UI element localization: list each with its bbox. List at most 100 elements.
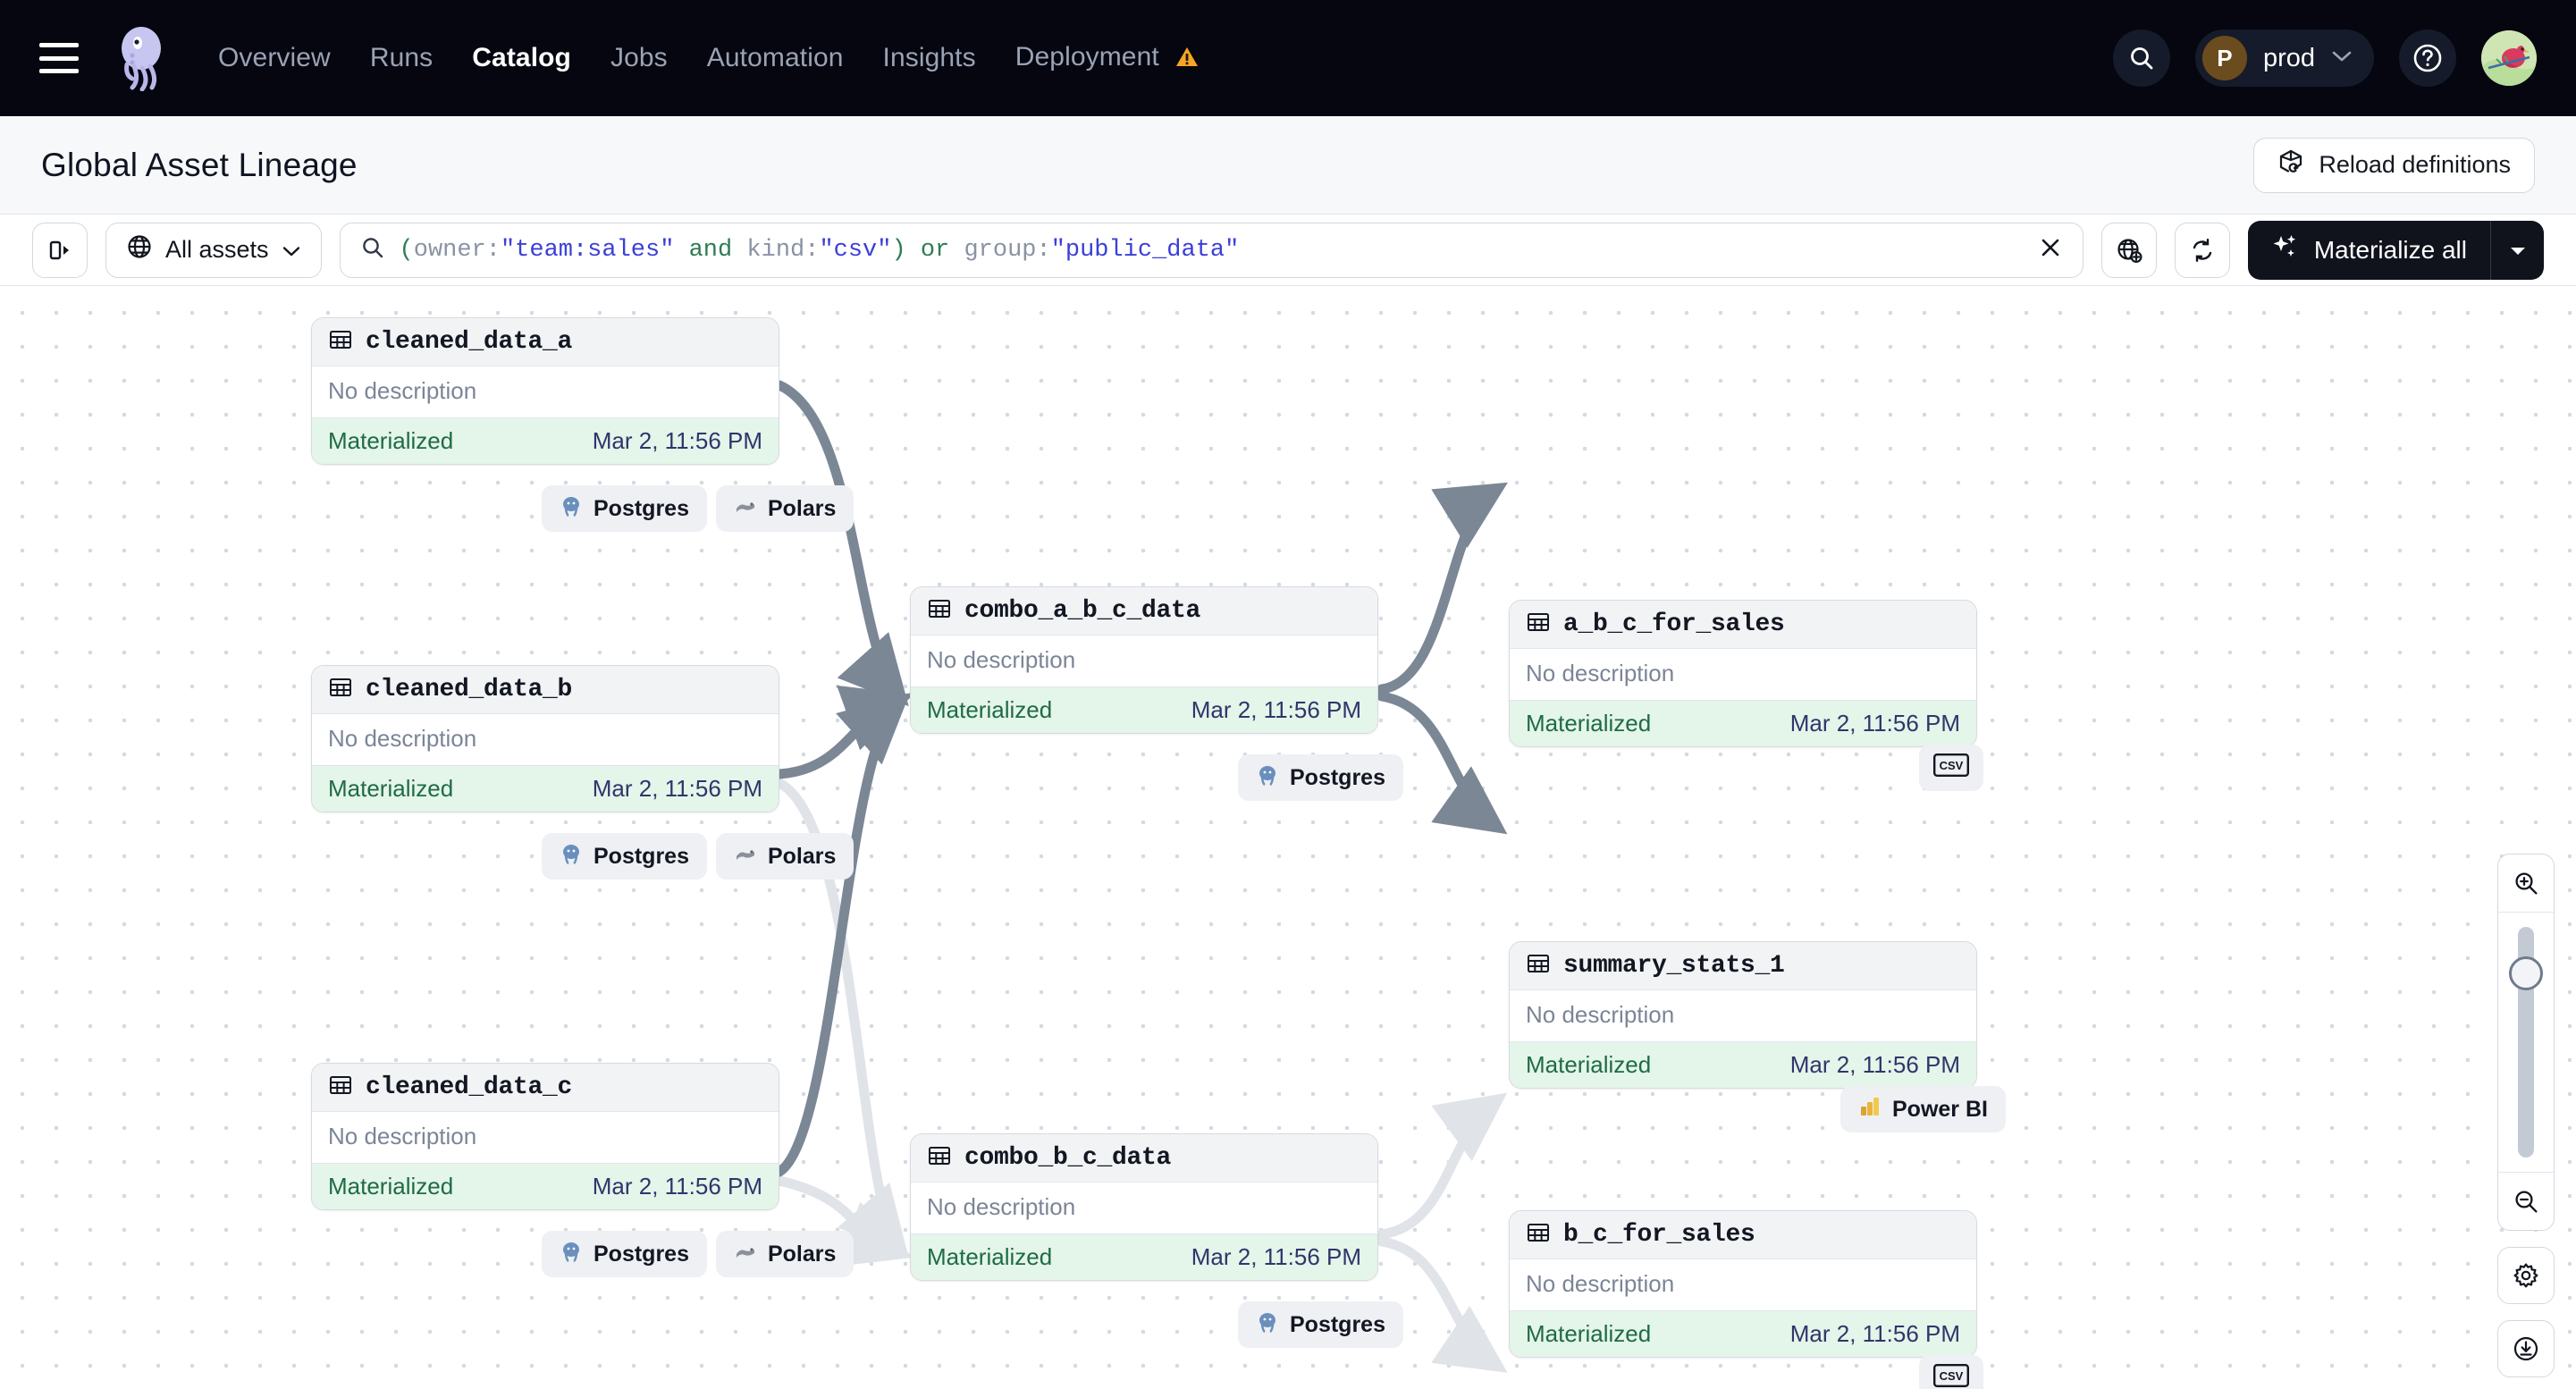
kind-tag-label: Polars: [767, 843, 837, 869]
nav-link-overview[interactable]: Overview: [215, 38, 334, 79]
panel-expand-icon[interactable]: [32, 222, 88, 278]
kind-tag-label: Polars: [767, 1241, 837, 1267]
chevron-down-icon: [2331, 49, 2353, 68]
nav-link-automation[interactable]: Automation: [703, 38, 847, 79]
status-badge: Materialized: [1526, 1051, 1652, 1078]
lineage-graph-canvas[interactable]: cleaned_data_a No description Materializ…: [0, 287, 2576, 1389]
reload-definitions-label: Reload definitions: [2319, 151, 2511, 178]
asset-node-combo-b-c-data[interactable]: combo_b_c_data No description Materializ…: [910, 1133, 1378, 1281]
asset-node-status: Materialized Mar 2, 11:56 PM: [1510, 1310, 1976, 1357]
globe-plus-icon[interactable]: [2100, 222, 2157, 278]
asset-query-search[interactable]: (owner:"team:sales" and kind:"csv") or g…: [339, 222, 2084, 278]
asset-node-status: Materialized Mar 2, 11:56 PM: [1510, 1041, 1976, 1088]
nav-link-deployment-label: Deployment: [1014, 41, 1159, 72]
asset-node-status: Materialized Mar 2, 11:56 PM: [312, 417, 779, 464]
status-timestamp: Mar 2, 11:56 PM: [1789, 1320, 1960, 1347]
kind-tag-label: Postgres: [1290, 1311, 1385, 1337]
search-icon: [360, 235, 385, 265]
status-timestamp: Mar 2, 11:56 PM: [1191, 696, 1361, 723]
nav-link-deployment[interactable]: Deployment: [1012, 37, 1203, 80]
asset-node-status: Materialized Mar 2, 11:56 PM: [911, 1233, 1377, 1280]
asset-node-name: cleaned_data_b: [366, 676, 573, 703]
asset-tags-a-b-c-for-sales: CSV: [1919, 745, 1983, 791]
reload-definitions-button[interactable]: Reload definitions: [2253, 137, 2535, 193]
asset-node-description: No description: [911, 636, 1377, 686]
refresh-icon[interactable]: [2174, 222, 2230, 278]
table-icon: [328, 1073, 353, 1102]
kind-tag-postgres[interactable]: Postgres: [1238, 754, 1403, 801]
zoom-slider-thumb[interactable]: [2509, 956, 2543, 990]
kind-tag-postgres[interactable]: Postgres: [542, 1231, 707, 1277]
asset-node-a-b-c-for-sales[interactable]: a_b_c_for_sales No description Materiali…: [1509, 600, 1977, 747]
dagster-logo-icon[interactable]: [113, 25, 179, 92]
asset-node-header: combo_b_c_data: [911, 1134, 1377, 1183]
help-icon[interactable]: [2399, 29, 2456, 87]
asset-node-cleaned-data-b[interactable]: cleaned_data_b No description Materializ…: [311, 665, 779, 812]
search-input[interactable]: (owner:"team:sales" and kind:"csv") or g…: [399, 236, 1240, 264]
kind-tag-postgres[interactable]: Postgres: [1238, 1301, 1403, 1348]
kind-tag-polars[interactable]: Polars: [715, 1231, 854, 1277]
kind-tag-polars[interactable]: Polars: [715, 833, 854, 880]
asset-node-description: No description: [312, 1112, 779, 1163]
divider: [2498, 912, 2554, 913]
asset-node-name: combo_b_c_data: [964, 1144, 1172, 1172]
asset-scope-label: All assets: [165, 236, 269, 263]
asset-node-status: Materialized Mar 2, 11:56 PM: [312, 1163, 779, 1209]
nav-link-jobs[interactable]: Jobs: [607, 38, 671, 79]
asset-scope-selector[interactable]: All assets: [105, 222, 322, 278]
gear-icon[interactable]: [2497, 1247, 2555, 1304]
edge-cleaned-c-to-combo-bc: [774, 1175, 913, 1267]
kind-tag-postgres[interactable]: Postgres: [542, 833, 707, 880]
nav-link-insights[interactable]: Insights: [880, 38, 980, 79]
table-icon: [1526, 1220, 1551, 1250]
deployment-selector[interactable]: P prod: [2194, 29, 2374, 87]
graph-zoom-controls: [2497, 854, 2555, 1377]
kind-tag-csv[interactable]: CSV: [1919, 1355, 1983, 1389]
zoom-out-icon[interactable]: [2497, 1173, 2555, 1230]
status-badge: Materialized: [1526, 1320, 1652, 1347]
status-timestamp: Mar 2, 11:56 PM: [592, 775, 762, 802]
nav-link-catalog[interactable]: Catalog: [468, 38, 575, 79]
kind-tag-csv[interactable]: CSV: [1919, 745, 1983, 791]
edge-cleaned-c-to-combo-abc: [774, 693, 911, 1177]
asset-node-name: combo_a_b_c_data: [964, 597, 1201, 625]
close-icon[interactable]: [2038, 235, 2063, 265]
table-icon: [927, 1143, 952, 1173]
kind-tag-powerbi[interactable]: Power BI: [1840, 1086, 2006, 1132]
download-icon[interactable]: [2497, 1320, 2555, 1377]
table-icon: [328, 327, 353, 357]
status-timestamp: Mar 2, 11:56 PM: [1789, 710, 1960, 737]
polars-icon: [734, 1240, 757, 1269]
asset-node-cleaned-data-a[interactable]: cleaned_data_a No description Materializ…: [311, 317, 779, 465]
deployment-initial-avatar: P: [2201, 36, 2247, 80]
kind-tag-postgres[interactable]: Postgres: [542, 485, 707, 532]
lineage-toolbar: All assets (owner:"team:sales" and kind:…: [0, 215, 2576, 286]
nav-link-runs[interactable]: Runs: [366, 38, 436, 79]
asset-tags-combo-b-c-data: Postgres: [1238, 1301, 1403, 1348]
search-icon[interactable]: [2112, 29, 2170, 87]
asset-node-name: b_c_for_sales: [1563, 1221, 1755, 1249]
materialize-all-dropdown[interactable]: [2490, 220, 2544, 280]
asset-node-header: combo_a_b_c_data: [911, 587, 1377, 636]
powerbi-icon: [1858, 1095, 1881, 1124]
asset-node-cleaned-data-c[interactable]: cleaned_data_c No description Materializ…: [311, 1063, 779, 1210]
hamburger-icon[interactable]: [39, 43, 79, 73]
asset-node-b-c-for-sales[interactable]: b_c_for_sales No description Materialize…: [1509, 1210, 1977, 1358]
svg-text:CSV: CSV: [1940, 759, 1964, 772]
primary-nav-links: Overview Runs Catalog Jobs Automation In…: [215, 37, 1202, 80]
edge-combo-bc-to-summary-2: [1376, 1236, 1508, 1373]
postgres-icon: [560, 494, 583, 524]
asset-tags-summary-stats-1: Power BI: [1840, 1086, 2006, 1132]
status-badge: Materialized: [1526, 710, 1652, 737]
asset-node-name: cleaned_data_c: [366, 1073, 573, 1101]
asset-node-combo-a-b-c-data[interactable]: combo_a_b_c_data No description Material…: [910, 586, 1378, 734]
zoom-in-icon[interactable]: [2497, 854, 2555, 912]
kind-tag-polars[interactable]: Polars: [715, 485, 854, 532]
avatar[interactable]: [2481, 30, 2537, 86]
asset-node-summary-stats-1[interactable]: summary_stats_1 No description Materiali…: [1509, 941, 1977, 1089]
materialize-all-button[interactable]: Materialize all: [2247, 220, 2490, 280]
zoom-slider[interactable]: [2497, 913, 2555, 1172]
status-badge: Materialized: [328, 775, 454, 802]
postgres-icon: [1256, 763, 1279, 793]
